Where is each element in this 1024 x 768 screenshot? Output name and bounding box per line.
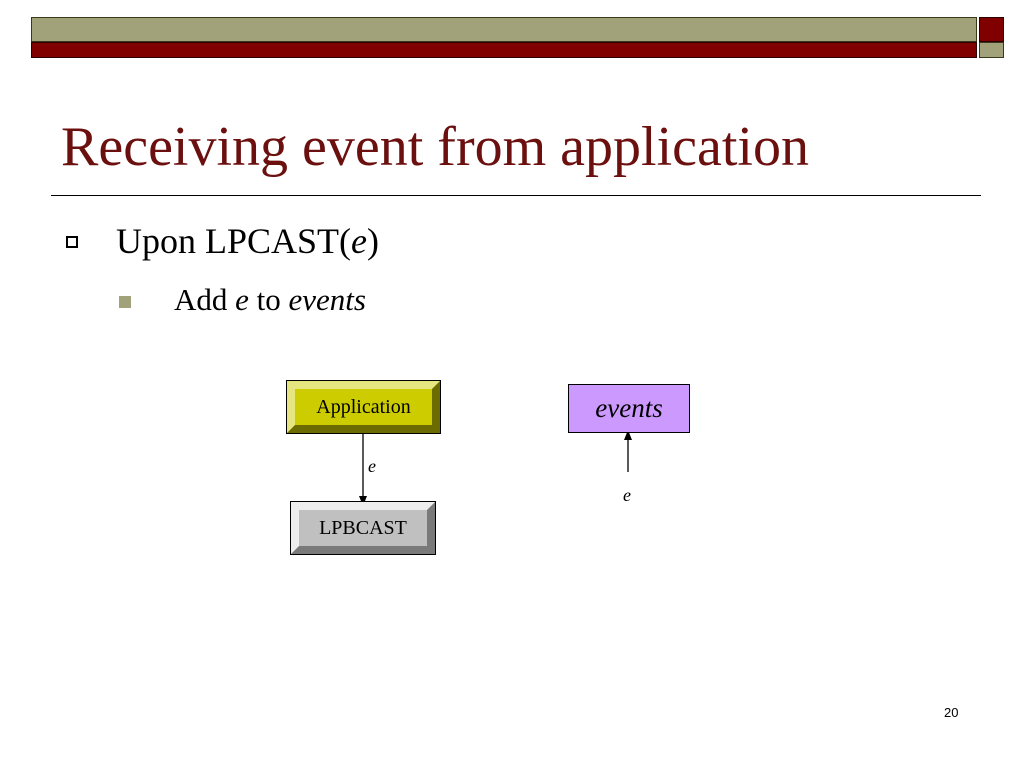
bullet-upon-lpcast: Upon LPCAST(e): [116, 219, 379, 263]
events-label: events: [595, 393, 663, 423]
header-olive-square: [979, 42, 1004, 58]
slide-title: Receiving event from application: [61, 116, 809, 178]
application-box: Application: [287, 381, 440, 433]
bullet-add-e-to-events: Add e to events: [174, 281, 366, 319]
header-olive-bar: [31, 17, 977, 42]
events-box: events: [568, 384, 690, 433]
bullet1-prefix: Upon LPCAST(: [116, 221, 352, 261]
bullet2-italic1: e: [235, 282, 249, 317]
bullet2-italic2: events: [288, 282, 366, 317]
title-divider: [51, 195, 981, 196]
bullet1-suffix: ): [367, 221, 380, 261]
bullet2-word1: Add: [174, 282, 228, 317]
page-number: 20: [944, 705, 959, 720]
arrow1-label: e: [368, 456, 376, 476]
header-maroon-square: [979, 17, 1004, 42]
filled-square-bullet-icon: [119, 296, 131, 308]
bullet1-italic: e: [351, 221, 368, 261]
lpbcast-label: LPBCAST: [319, 516, 407, 539]
hollow-square-bullet-icon: [66, 236, 78, 248]
header-maroon-bar: [31, 42, 977, 58]
application-label: Application: [316, 395, 411, 418]
lpbcast-box: LPBCAST: [291, 502, 435, 554]
bullet2-word2: to: [256, 282, 281, 317]
arrow2-label: e: [623, 485, 631, 505]
